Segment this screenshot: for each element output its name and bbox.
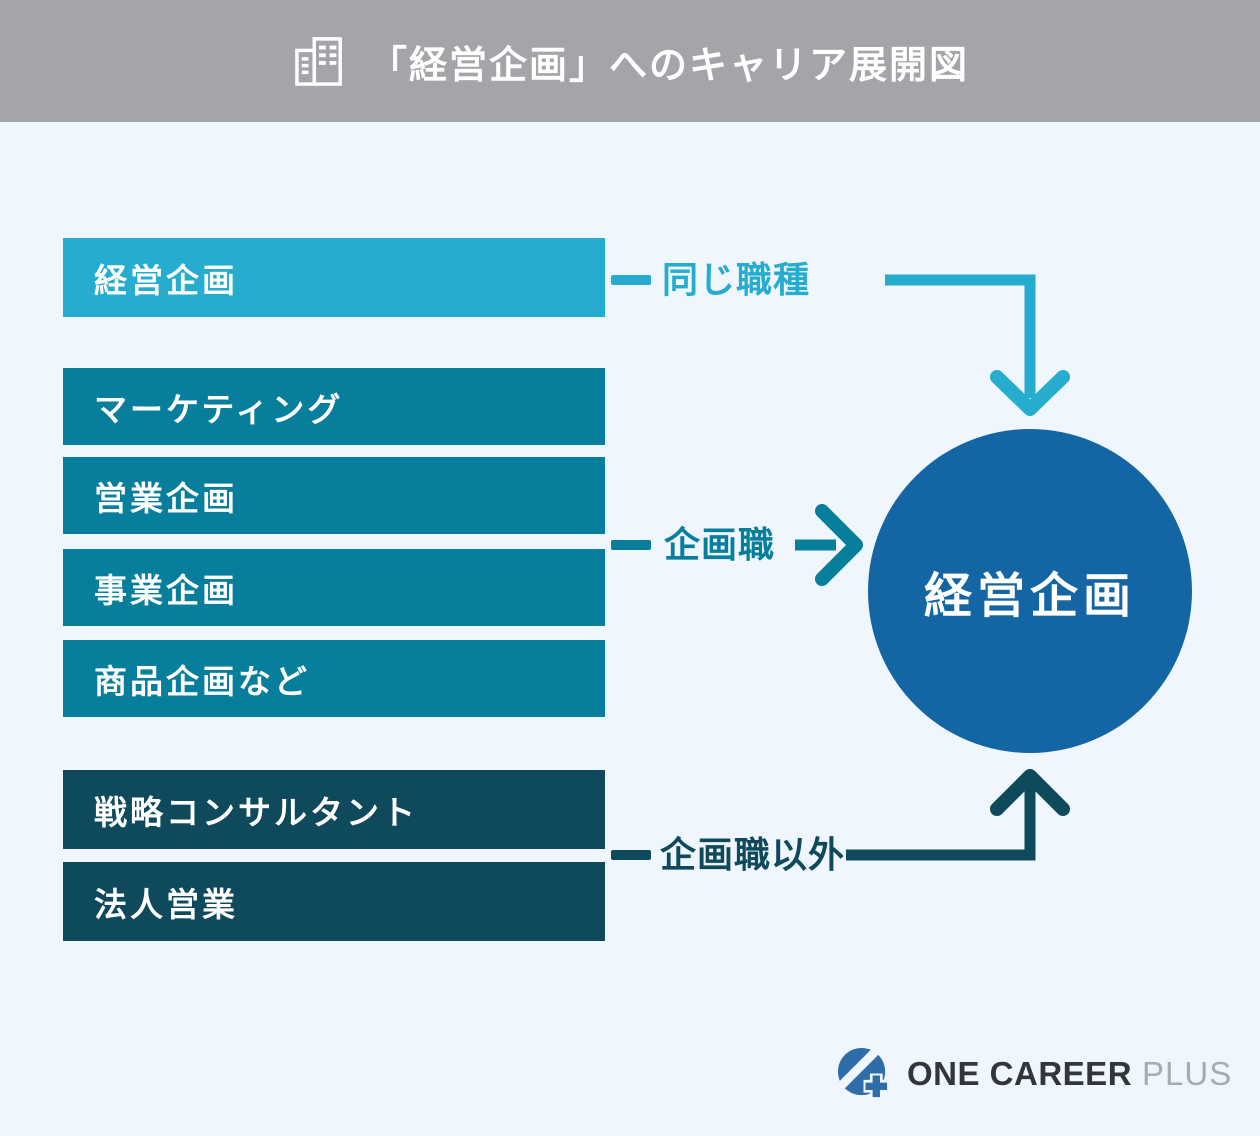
one-career-plus-logo-icon <box>836 1045 893 1103</box>
target-label: 経営企画 <box>923 570 1136 623</box>
planning-dash <box>611 540 651 550</box>
brand-suffix: PLUS <box>1142 1055 1233 1092</box>
target-circle: 経営企画 <box>868 429 1192 753</box>
header: 「経営企画」へのキャリア展開図 <box>0 0 1260 122</box>
arrow-right-icon <box>815 504 863 586</box>
same-occupation-line <box>885 274 1036 398</box>
label-planning-jobs: 企画職 <box>664 524 776 565</box>
career-box-shohin-kikaku: 商品企画など <box>63 640 605 717</box>
non-planning-dash <box>611 850 651 860</box>
non-planning-line <box>846 785 1036 861</box>
career-box-keiei-kikaku: 経営企画 <box>63 238 605 317</box>
career-box-eigyo-kikaku: 営業企画 <box>63 457 605 534</box>
same-occupation-dash <box>611 275 651 285</box>
page-title: 「経営企画」へのキャリア展開図 <box>368 44 969 87</box>
brand-main: ONE CAREER <box>907 1055 1133 1092</box>
arrow-down-icon <box>990 370 1070 416</box>
career-box-strategy-consultant: 戦略コンサルタント <box>63 770 605 849</box>
career-box-jigyo-kikaku: 事業企画 <box>63 549 605 626</box>
buildings-icon <box>291 36 349 86</box>
label-same-occupation: 同じ職種 <box>662 259 811 300</box>
arrow-up-icon <box>990 769 1070 816</box>
label-non-planning-jobs: 企画職以外 <box>660 834 846 875</box>
career-box-marketing: マーケティング <box>63 368 605 445</box>
career-box-hojin-eigyo: 法人営業 <box>63 862 605 941</box>
